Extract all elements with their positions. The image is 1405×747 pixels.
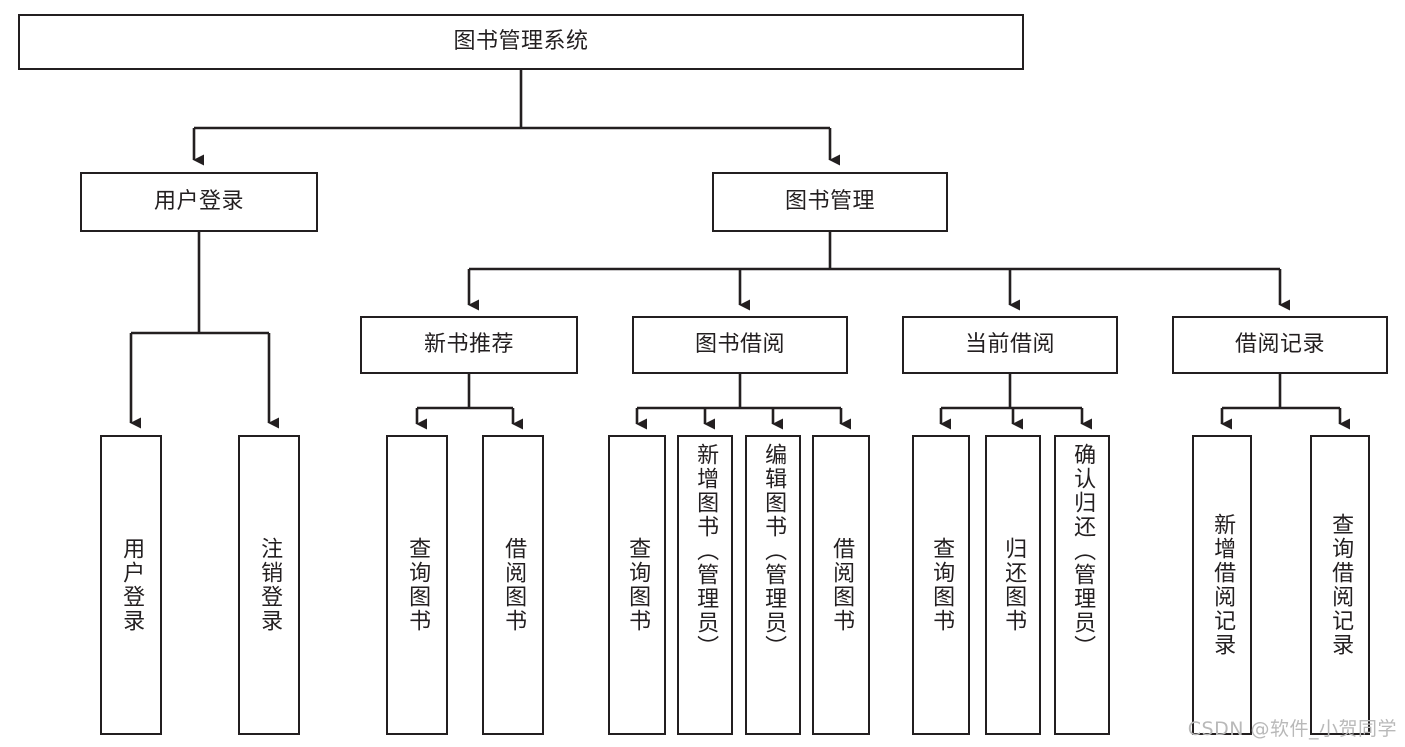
- leaf-logout[interactable]: 注销登录: [238, 435, 300, 735]
- node-new-book-rec-label: 新书推荐: [423, 331, 514, 357]
- leaf-edit-book[interactable]: 编辑图书（管理员）: [745, 435, 801, 735]
- leaf-logout-label: 注销登录: [257, 537, 283, 633]
- leaf-query-book-2[interactable]: 查询图书: [608, 435, 666, 735]
- leaf-add-book-label: 新增图书（管理员）: [693, 443, 719, 659]
- leaf-confirm-return-label: 确认归还（管理员）: [1070, 443, 1096, 659]
- node-book-manage-label: 图书管理: [784, 188, 875, 214]
- leaf-add-record-label: 新增借阅记录: [1210, 513, 1236, 657]
- node-root[interactable]: 图书管理系统: [18, 14, 1024, 70]
- csdn-watermark: CSDN @软件_小贺同学: [1187, 718, 1397, 740]
- leaf-query-record[interactable]: 查询借阅记录: [1310, 435, 1370, 735]
- leaf-add-record[interactable]: 新增借阅记录: [1192, 435, 1252, 735]
- node-book-borrow[interactable]: 图书借阅: [632, 316, 848, 374]
- node-root-label: 图书管理系统: [453, 28, 589, 54]
- leaf-borrow-book-1[interactable]: 借阅图书: [482, 435, 544, 735]
- leaf-borrow-book-2-label: 借阅图书: [829, 537, 855, 633]
- node-user-login-label: 用户登录: [153, 188, 244, 214]
- leaf-query-book-3-label: 查询图书: [929, 537, 955, 633]
- leaf-borrow-book-1-label: 借阅图书: [501, 537, 527, 633]
- leaf-user-login[interactable]: 用户登录: [100, 435, 162, 735]
- leaf-return-book-label: 归还图书: [1001, 537, 1027, 633]
- leaf-return-book[interactable]: 归还图书: [985, 435, 1041, 735]
- node-book-manage[interactable]: 图书管理: [712, 172, 948, 232]
- node-borrow-record-label: 借阅记录: [1234, 331, 1325, 357]
- node-current-borrow-label: 当前借阅: [964, 331, 1055, 357]
- node-current-borrow[interactable]: 当前借阅: [902, 316, 1118, 374]
- leaf-user-login-label: 用户登录: [119, 537, 145, 633]
- leaf-query-book-2-label: 查询图书: [625, 537, 651, 633]
- node-new-book-rec[interactable]: 新书推荐: [360, 316, 578, 374]
- node-borrow-record[interactable]: 借阅记录: [1172, 316, 1388, 374]
- leaf-query-book-1[interactable]: 查询图书: [386, 435, 448, 735]
- leaf-add-book[interactable]: 新增图书（管理员）: [677, 435, 733, 735]
- leaf-borrow-book-2[interactable]: 借阅图书: [812, 435, 870, 735]
- leaf-query-book-3[interactable]: 查询图书: [912, 435, 970, 735]
- leaf-confirm-return[interactable]: 确认归还（管理员）: [1054, 435, 1110, 735]
- leaf-edit-book-label: 编辑图书（管理员）: [761, 443, 787, 659]
- leaf-query-book-1-label: 查询图书: [405, 537, 431, 633]
- node-book-borrow-label: 图书借阅: [694, 331, 785, 357]
- node-user-login[interactable]: 用户登录: [80, 172, 318, 232]
- leaf-query-record-label: 查询借阅记录: [1328, 513, 1354, 657]
